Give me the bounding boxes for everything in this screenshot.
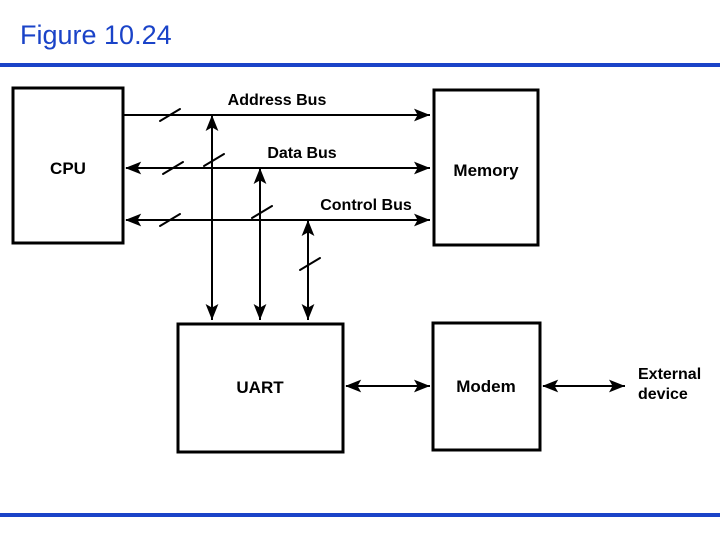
data-bus-line (125, 161, 430, 175)
address-bus-label: Address Bus (228, 92, 327, 109)
modem-box-outline (431, 321, 542, 452)
box-memory: Memory (432, 88, 540, 247)
cpu-box-outline (11, 86, 125, 245)
address-bus-line (123, 108, 430, 122)
uart-box-label: UART (236, 378, 284, 397)
memory-box-label: Memory (453, 161, 519, 180)
bus-architecture-diagram: CPU Memory UART Modem (0, 68, 720, 488)
modem-box-label: Modem (456, 377, 516, 396)
memory-box-outline (432, 88, 540, 247)
cpu-box-label: CPU (50, 159, 86, 178)
title-divider-top (0, 63, 720, 67)
data-bus-drop (251, 168, 273, 320)
control-bus-line (125, 213, 430, 227)
data-bus-label: Data Bus (267, 145, 336, 162)
external-device-label-line2: device (638, 386, 688, 403)
page-title: Figure 10.24 (20, 20, 172, 50)
control-bus-drop (299, 220, 321, 320)
control-bus-label: Control Bus (320, 197, 412, 214)
footer-divider-bottom (0, 513, 720, 517)
external-device-label-line1: External (638, 366, 701, 383)
box-modem: Modem (431, 321, 542, 452)
address-bus-drop (203, 115, 225, 320)
box-uart: UART (176, 322, 345, 454)
uart-box-outline (176, 322, 345, 454)
box-cpu: CPU (11, 86, 125, 245)
